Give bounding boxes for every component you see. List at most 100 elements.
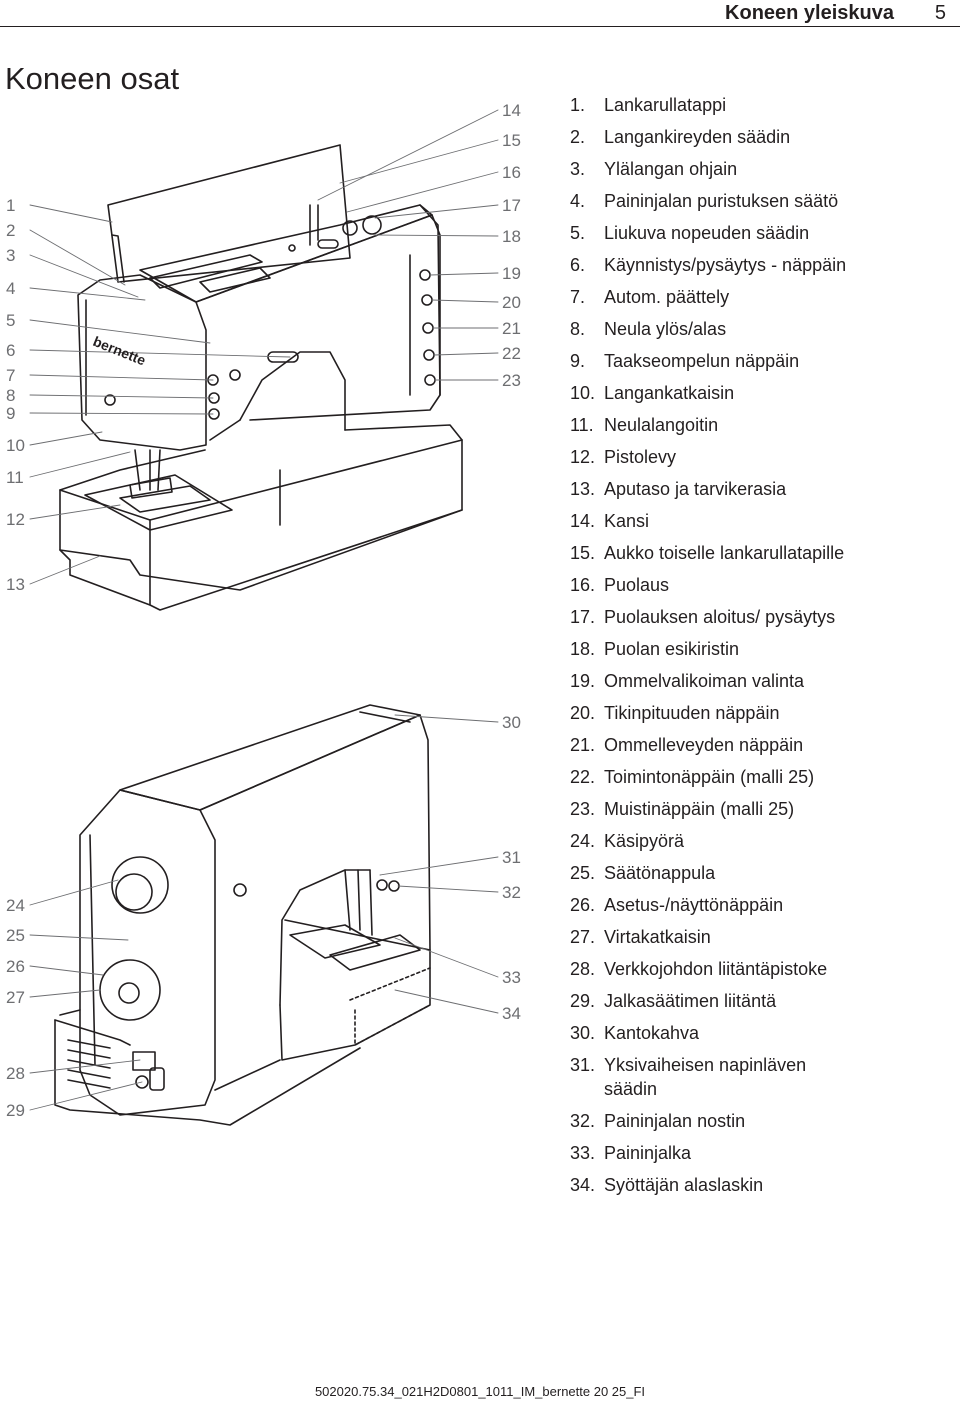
item-label: Liukuva nopeuden säädin: [604, 223, 810, 243]
brand-logo: bernette: [91, 333, 148, 369]
item-label: Tikinpituuden näppäin: [604, 703, 780, 723]
item-number: 3.: [570, 159, 586, 179]
list-item: 30. Kantokahva: [570, 1021, 944, 1045]
item-number: 28.: [570, 959, 596, 979]
parts-list: 1.Lankarullatappi 2.Langankireyden säädi…: [570, 93, 944, 1205]
page-number: 5: [934, 2, 946, 24]
rear-view-machine: [54, 704, 431, 1126]
item-label: Autom. päättely: [604, 287, 730, 307]
item-label: Kantokahva: [604, 1023, 700, 1043]
page-title: Koneen osat: [5, 60, 180, 96]
item-number: 12.: [570, 447, 596, 467]
item-number: 11.: [570, 415, 594, 435]
item-number: 32.: [570, 1111, 596, 1131]
callout-number: 11: [6, 468, 24, 487]
item-number: 2.: [570, 127, 586, 147]
list-item: 7. Autom. päättely: [570, 285, 944, 309]
item-label: Paininjalan nostin: [604, 1111, 746, 1131]
item-label: Paininjalan puristuksen säätö: [604, 191, 839, 211]
callout-number: 8: [6, 386, 16, 405]
callout-number: 22: [502, 344, 521, 363]
item-number: 10.: [570, 383, 596, 403]
item-number: 14.: [570, 511, 596, 531]
list-item: 21.Ommelleveyden näppäin: [570, 733, 944, 757]
item-number: 16.: [570, 575, 596, 595]
callout-number: 6: [6, 341, 16, 360]
item-label: Taakseompelun näppäin: [604, 351, 800, 371]
item-label: Muistinäppäin (malli 25): [604, 799, 795, 819]
callout-number: 20: [502, 293, 521, 312]
item-label: Käynnistys/pysäytys - näppäin: [604, 255, 847, 275]
item-label: Neulalangoitin: [604, 415, 719, 435]
item-number: 5.: [570, 223, 586, 243]
item-number: 20.: [570, 703, 596, 723]
item-label: Lankarullatappi: [604, 95, 727, 115]
list-item: 34. Syöttäjän alaslaskin: [570, 1173, 944, 1197]
callout-number: 9: [6, 404, 16, 423]
item-label: Syöttäjän alaslaskin: [604, 1175, 764, 1195]
item-number: 34.: [570, 1175, 596, 1195]
list-item: 20. Tikinpituuden näppäin: [570, 701, 944, 725]
item-label: Paininjalka: [604, 1143, 692, 1163]
item-label: Säätönappula: [604, 863, 716, 883]
leader-lines: [29, 109, 499, 1111]
callout-number: 23: [502, 371, 521, 390]
item-number: 30.: [570, 1023, 596, 1043]
item-label: Puolauksen aloitus/ pysäytys: [604, 607, 836, 627]
item-label: Langankatkaisin: [604, 383, 735, 403]
list-item: 4.Paininjalan puristuksen säätö: [570, 189, 944, 213]
list-item: 8.Neula ylös/alas: [570, 317, 944, 341]
item-number: 29.: [570, 991, 596, 1011]
item-number: 24.: [570, 831, 596, 851]
item-label: Aukko toiselle lankarullatapille: [604, 543, 845, 563]
callout-number: 18: [502, 227, 521, 246]
callout-number: 7: [6, 366, 16, 385]
callout-number: 25: [6, 926, 25, 945]
list-item: 25. Säätönappula: [570, 861, 944, 885]
item-number: 15.: [570, 543, 596, 563]
callout-number: 26: [6, 957, 25, 976]
list-item: 32. Paininjalan nostin: [570, 1109, 944, 1133]
item-number: 7.: [570, 287, 586, 307]
callout-number: 34: [502, 1004, 521, 1023]
list-item: 27.Virtakatkaisin: [570, 925, 944, 949]
callout-number: 33: [502, 968, 521, 987]
callout-number: 12: [6, 510, 25, 529]
item-label: Jalkasäätimen liitäntä: [604, 991, 777, 1011]
callout-number: 27: [6, 988, 25, 1007]
list-item: 19.Ommelvalikoiman valinta: [570, 669, 944, 693]
item-label: Kansi: [604, 511, 650, 531]
item-number: 1.: [570, 95, 586, 115]
list-item: 28. Verkkojohdon liitäntäpistoke: [570, 957, 944, 981]
list-item: 10. Langankatkaisin: [570, 381, 944, 405]
item-label: Toimintonäppäin (malli 25): [604, 767, 815, 787]
item-number: 23.: [570, 799, 596, 819]
callout-number: 5: [6, 311, 16, 330]
front-view-machine: [59, 144, 463, 611]
item-label: Asetus-/näyttönäppäin: [604, 895, 784, 915]
list-item: 6.Käynnistys/pysäytys - näppäin: [570, 253, 944, 277]
item-number: 25.: [570, 863, 596, 883]
list-item: 23. Muistinäppäin (malli 25): [570, 797, 944, 821]
list-item: 1. Lankarullatappi: [570, 93, 944, 117]
list-item: 31.Yksivaiheisen napinläven säädin: [570, 1053, 834, 1101]
list-item: 15. Aukko toiselle lankarullatapille: [570, 541, 944, 565]
callout-number: 1: [6, 196, 16, 215]
item-number: 21.: [570, 735, 596, 755]
callout-number: 32: [502, 883, 521, 902]
item-number: 19.: [570, 671, 596, 691]
list-item: 3.Ylälangan ohjain: [570, 157, 944, 181]
item-label: Neula ylös/alas: [604, 319, 727, 339]
item-label: Yksivaiheisen napinläven säädin: [604, 1055, 807, 1099]
item-number: 26.: [570, 895, 596, 915]
item-label: Verkkojohdon liitäntäpistoke: [604, 959, 828, 979]
callout-number: 14: [502, 101, 521, 120]
list-item: 22.Toimintonäppäin (malli 25): [570, 765, 944, 789]
item-number: 13.: [570, 479, 596, 499]
list-item: 17.Puolauksen aloitus/ pysäytys: [570, 605, 944, 629]
document-code-footer: 502020.75.34_021H2D0801_1011_IM_bernette…: [314, 1384, 646, 1399]
list-item: 24.Käsipyörä: [570, 829, 944, 853]
callout-number: 31: [502, 848, 521, 867]
list-item: 14. Kansi: [570, 509, 944, 533]
callout-number: 21: [502, 319, 521, 338]
